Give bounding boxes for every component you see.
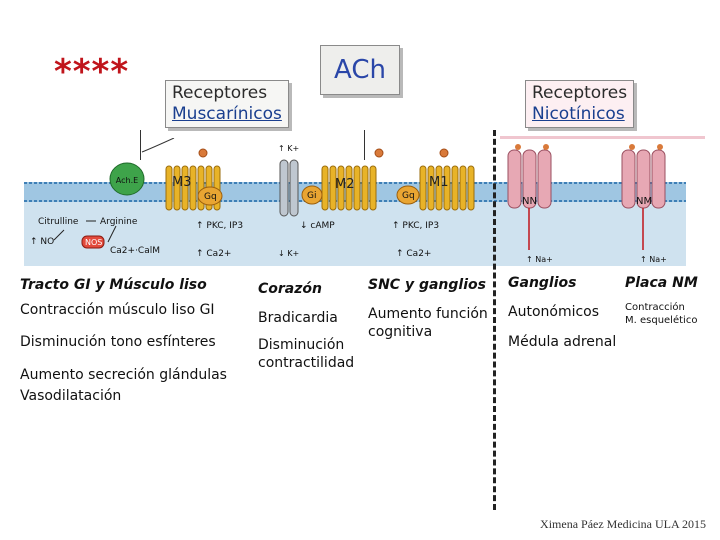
m2-receptor-icon [321,165,377,211]
muscarinic-receptors-box: Receptores Muscarínicos [165,80,289,128]
k-down-label: ↓ K+ [278,249,299,258]
gi-effect-4: Vasodilatación [20,388,122,404]
gi-effect-3: Aumento secreción glándulas [20,367,227,383]
nicotinic-title-line2: Nicotínicos [532,104,625,124]
no-label: ↑ NO [30,237,54,247]
nn-receptor-icon [507,144,552,209]
ach-arrow [141,138,175,153]
m1-label: M1 [429,175,449,190]
author-credit: Ximena Páez Medicina ULA 2015 [540,517,706,531]
nos-enzyme-icon: NOS [81,235,105,249]
na2-label: ↑ Na+ [640,255,667,264]
heart-effect-3: contractilidad [258,355,355,371]
gq-protein-2-icon [396,185,420,205]
gq-protein-1-icon [197,186,223,206]
m2-label: M2 [335,177,355,192]
nmj-heading: Placa NM [625,275,698,291]
nicotinic-title-line1: Receptores [532,83,628,103]
guide-line-cns [364,130,365,160]
nn-label: NN [522,196,537,207]
gq2-label: Gq [402,191,415,201]
cytoplasm-band [24,200,686,266]
heart-effect-1: Bradicardia [258,310,338,326]
nm-label: NM [636,196,652,207]
ach-esterase-icon: Ach.E [109,162,145,196]
arginine-label: Arginine [100,217,138,227]
cns-effect-1: Aumento función [368,306,488,322]
gi-label: Gi [307,191,316,201]
na1-label: ↑ Na+ [526,255,553,264]
nicotinic-header-rule [500,136,705,139]
k-up-label: ↑ K+ [278,144,299,153]
k-channel-icon [279,159,299,217]
nmj-effect-1: Contracción [625,302,685,313]
heart-heading: Corazón [258,281,322,297]
pkc2-label: ↑ PKC, IP3 [392,221,439,231]
gq1-label: Gq [204,192,217,202]
m1-receptor-icon [419,165,475,211]
muscarinic-nicotinic-divider [493,130,496,510]
nicotinic-receptors-box: Receptores Nicotínicos [525,80,635,128]
ach-esterase-label: Ach.E [116,176,138,185]
gi-tract-heading: Tracto GI y Músculo liso [20,277,207,293]
ca-calm-label: Ca2+·CalM [110,246,160,256]
receptor-diagram: Ach.E M3 Gq ↑ K+ ↓ K+ M2 Gi [24,138,686,266]
m3-label: M3 [172,175,192,190]
cns-heading: SNC y ganglios [368,277,486,293]
ach-box: ACh [320,45,400,95]
guide-line-gi [140,130,141,160]
ca1-label: ↑ Ca2+ [196,249,231,259]
stars-marker: **** [54,52,130,92]
ganglia-heading: Ganglios [508,275,577,291]
nm-receptor-icon [621,144,666,209]
ganglia-effect-1: Autonómicos [508,304,600,320]
no-pathway-arrows [53,220,117,243]
gi-effect-2: Disminución tono esfínteres [20,334,216,350]
gi-effect-1: Contracción músculo liso GI [20,302,215,318]
nmj-effect-2: M. esquelético [625,315,698,326]
ganglia-effect-2: Médula adrenal [508,334,617,350]
nos-label: NOS [85,238,102,247]
ca2-label: ↑ Ca2+ [396,249,431,259]
gi-protein-icon [301,185,323,205]
heart-effect-2: Disminución [258,337,345,353]
citrulline-label: Citrulline [38,217,79,227]
cns-effect-2: cognitiva [368,324,433,340]
muscarinic-title-line1: Receptores [172,83,268,103]
pkc1-label: ↑ PKC, IP3 [196,221,243,231]
ach-ligand-icons [198,148,449,158]
muscarinic-title-line2: Muscarínicos [172,104,282,124]
camp-label: ↓ cAMP [300,221,335,231]
